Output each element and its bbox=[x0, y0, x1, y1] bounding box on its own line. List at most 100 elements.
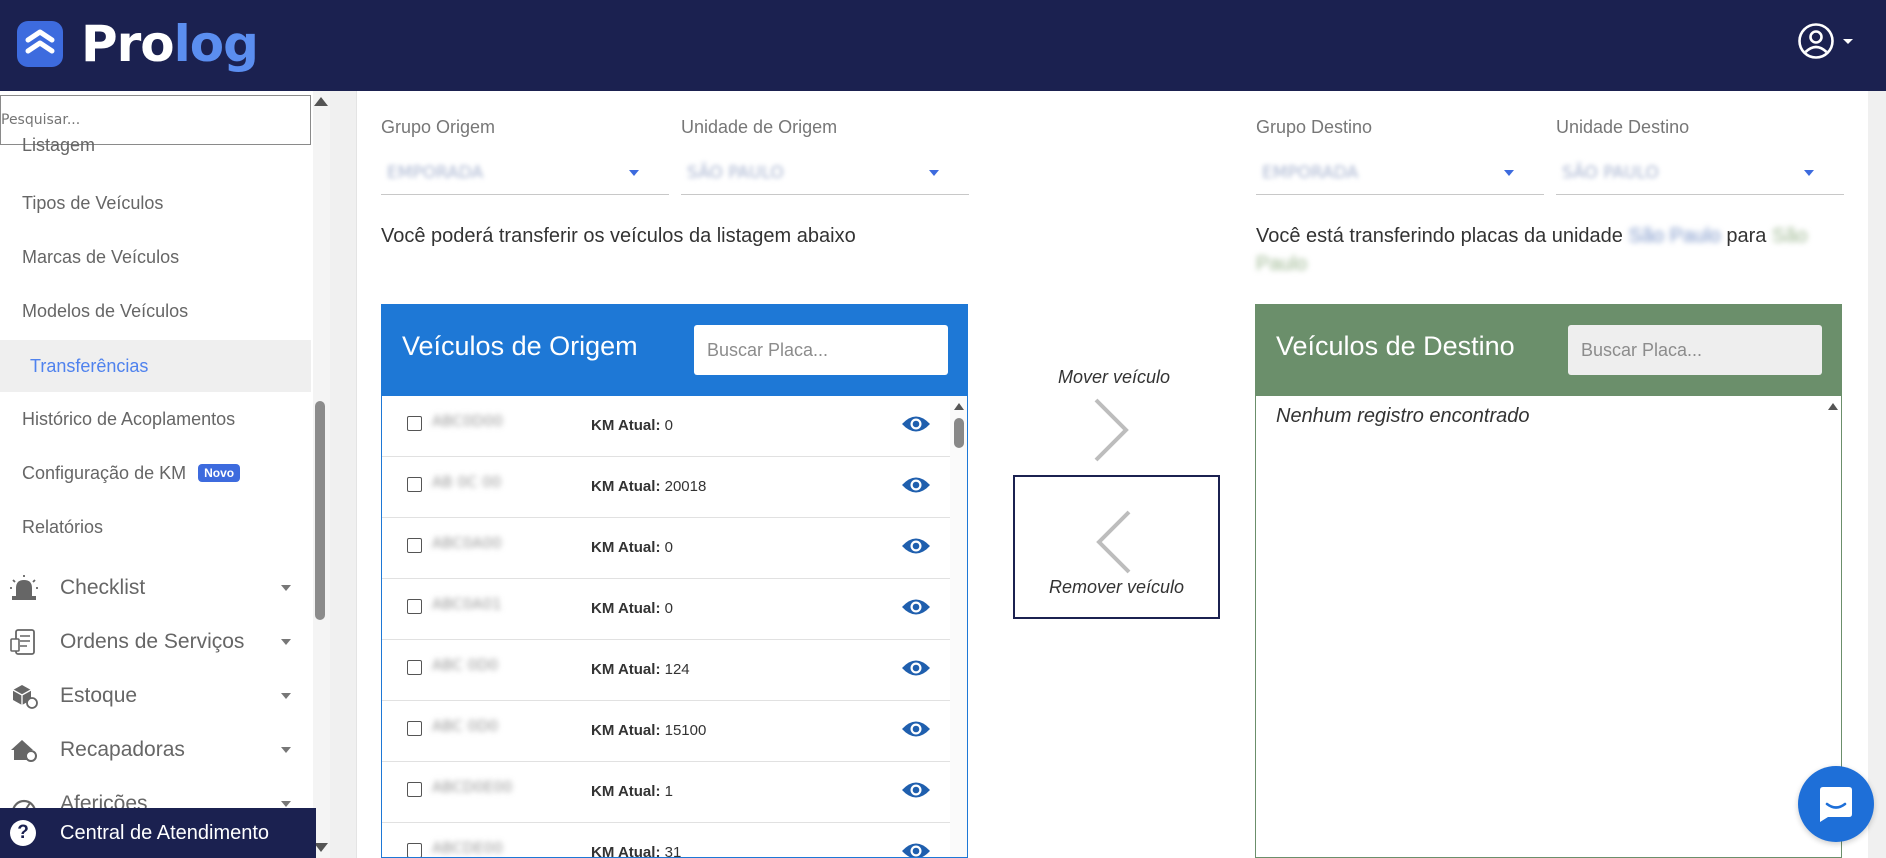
eye-icon[interactable] bbox=[901, 840, 931, 857]
sidebar-item-tipos-veiculos[interactable]: Tipos de Veículos bbox=[0, 177, 311, 229]
km-label: KM Atual: bbox=[591, 417, 661, 434]
remove-vehicle-label: Remover veículo bbox=[1049, 577, 1185, 597]
empty-list-message: Nenhum registro encontrado bbox=[1276, 405, 1530, 427]
sidebar-item-ordens-servicos[interactable]: Ordens de Serviços bbox=[0, 617, 311, 667]
sidebar-item-recapadoras[interactable]: Recapadoras bbox=[0, 725, 311, 775]
prolog-logo[interactable]: Prolog bbox=[17, 14, 259, 74]
chat-bubble-icon bbox=[1820, 787, 1852, 822]
sidebar-item-marcas-veiculos[interactable]: Marcas de Veículos bbox=[0, 231, 311, 283]
eye-icon[interactable] bbox=[901, 413, 931, 439]
sidebar-item-label: Checklist bbox=[60, 576, 146, 599]
user-account-icon bbox=[1798, 23, 1834, 59]
vehicle-checkbox[interactable] bbox=[407, 843, 422, 857]
km-value: 15100 bbox=[664, 722, 707, 739]
chevron-right-icon bbox=[1094, 398, 1129, 462]
origin-plate-search-input[interactable] bbox=[694, 325, 948, 375]
dest-info-from-unit: São Paulo bbox=[1628, 225, 1721, 247]
field-label: Unidade Destino bbox=[1556, 117, 1690, 137]
vehicle-km: KM Atual: 0 bbox=[591, 539, 673, 556]
eye-icon[interactable] bbox=[901, 596, 931, 622]
field-value: SÃO PAULO bbox=[687, 163, 784, 183]
dest-info-prefix: Você está transferindo placas da unidade bbox=[1256, 225, 1623, 247]
vehicle-km: KM Atual: 0 bbox=[591, 417, 673, 434]
vehicle-plate: ABCD0E00 bbox=[432, 778, 513, 796]
eye-icon[interactable] bbox=[901, 657, 931, 683]
sidebar-item-label: Recapadoras bbox=[60, 738, 185, 761]
vehicle-row: ABC0A00 KM Atual: 0 bbox=[382, 518, 950, 579]
vehicle-plate: ABC0D00 bbox=[432, 412, 503, 430]
unidade-origem-select[interactable]: SÃO PAULO bbox=[681, 149, 969, 195]
eye-icon[interactable] bbox=[901, 779, 931, 805]
central-atendimento-button[interactable]: ? Central de Atendimento bbox=[0, 808, 316, 858]
vehicle-checkbox[interactable] bbox=[407, 782, 422, 797]
vehicle-checkbox[interactable] bbox=[407, 660, 422, 675]
sidebar-search-input[interactable] bbox=[0, 95, 311, 145]
vehicle-plate: ABC0A00 bbox=[432, 534, 502, 552]
eye-icon[interactable] bbox=[901, 718, 931, 744]
vehicle-checkbox[interactable] bbox=[407, 416, 422, 431]
eye-icon[interactable] bbox=[901, 474, 931, 500]
vehicle-checkbox[interactable] bbox=[407, 721, 422, 736]
vehicle-checkbox[interactable] bbox=[407, 477, 422, 492]
unidade-origem-field: Unidade de Origem SÃO PAULO bbox=[681, 91, 969, 195]
dest-plate-search-input[interactable] bbox=[1568, 325, 1822, 375]
vehicle-checkbox[interactable] bbox=[407, 538, 422, 553]
sidebar-item-historico-acoplamentos[interactable]: Histórico de Acoplamentos bbox=[0, 393, 311, 445]
central-atendimento-label: Central de Atendimento bbox=[60, 821, 270, 844]
dest-info-to-unit-2: Paulo bbox=[1256, 253, 1308, 275]
chat-support-button[interactable] bbox=[1798, 766, 1874, 842]
origin-list-scroll-thumb[interactable] bbox=[954, 418, 964, 448]
grupo-destino-select[interactable]: EMPORADA bbox=[1256, 149, 1544, 195]
sidebar: Listagem Tipos de Veículos Marcas de Veí… bbox=[0, 91, 330, 858]
logo-pro-text: Pro bbox=[81, 15, 175, 73]
sidebar-item-transferencias[interactable]: Transferências bbox=[0, 340, 311, 392]
alarm-siren-icon bbox=[8, 573, 40, 603]
sidebar-item-relatorios[interactable]: Relatórios bbox=[0, 501, 311, 553]
vehicle-km: KM Atual: 31 bbox=[591, 844, 681, 857]
sidebar-item-estoque[interactable]: Estoque bbox=[0, 671, 311, 721]
scroll-down-arrow-icon[interactable] bbox=[314, 843, 328, 852]
move-vehicle-button[interactable] bbox=[1082, 395, 1142, 465]
sidebar-item-label: Tipos de Veículos bbox=[22, 192, 164, 213]
scroll-up-arrow-icon[interactable] bbox=[314, 97, 328, 106]
scroll-up-arrow-icon[interactable] bbox=[1828, 403, 1838, 410]
km-value: 0 bbox=[664, 417, 673, 434]
origin-list-scrollbar[interactable] bbox=[950, 396, 967, 857]
vehicle-row: ABC0D00 KM Atual: 0 bbox=[382, 396, 950, 457]
chevron-down-icon bbox=[281, 639, 291, 645]
dest-info-middle: para bbox=[1726, 225, 1767, 247]
field-value: SÃO PAULO bbox=[1562, 163, 1659, 183]
logo-wordmark: Prolog bbox=[81, 14, 259, 74]
vehicle-checkbox[interactable] bbox=[407, 599, 422, 614]
km-label: KM Atual: bbox=[591, 478, 661, 495]
remove-vehicle-button[interactable]: Remover veículo bbox=[1013, 475, 1220, 619]
eye-icon[interactable] bbox=[901, 535, 931, 561]
unidade-destino-select[interactable]: SÃO PAULO bbox=[1556, 149, 1844, 195]
chevron-down-icon bbox=[929, 170, 939, 176]
vehicle-km: KM Atual: 15100 bbox=[591, 722, 706, 739]
new-badge: Novo bbox=[198, 464, 241, 482]
km-label: KM Atual: bbox=[591, 600, 661, 617]
dest-list-scrollbar[interactable] bbox=[1824, 396, 1841, 857]
vehicle-km: KM Atual: 1 bbox=[591, 783, 673, 800]
sidebar-scroll-thumb[interactable] bbox=[315, 401, 325, 620]
sidebar-item-label: Transferências bbox=[30, 355, 149, 376]
sidebar-item-checklist[interactable]: Checklist bbox=[0, 563, 311, 613]
chevron-down-icon bbox=[281, 747, 291, 753]
sidebar-item-label: Histórico de Acoplamentos bbox=[22, 408, 236, 429]
field-label: Grupo Destino bbox=[1256, 117, 1373, 137]
user-menu-button[interactable] bbox=[1797, 22, 1853, 60]
grupo-origem-select[interactable]: EMPORADA bbox=[381, 149, 669, 195]
km-label: KM Atual: bbox=[591, 722, 661, 739]
scroll-up-arrow-icon[interactable] bbox=[954, 403, 964, 410]
document-list-icon bbox=[8, 627, 40, 657]
sidebar-item-label: Relatórios bbox=[22, 516, 104, 537]
move-vehicle-label: Mover veículo bbox=[1058, 367, 1171, 387]
sidebar-item-listagem[interactable]: Listagem bbox=[0, 124, 311, 164]
vehicle-plate: ABC 0D0 bbox=[432, 656, 499, 674]
sidebar-item-modelos-veiculos[interactable]: Modelos de Veículos bbox=[0, 285, 311, 337]
